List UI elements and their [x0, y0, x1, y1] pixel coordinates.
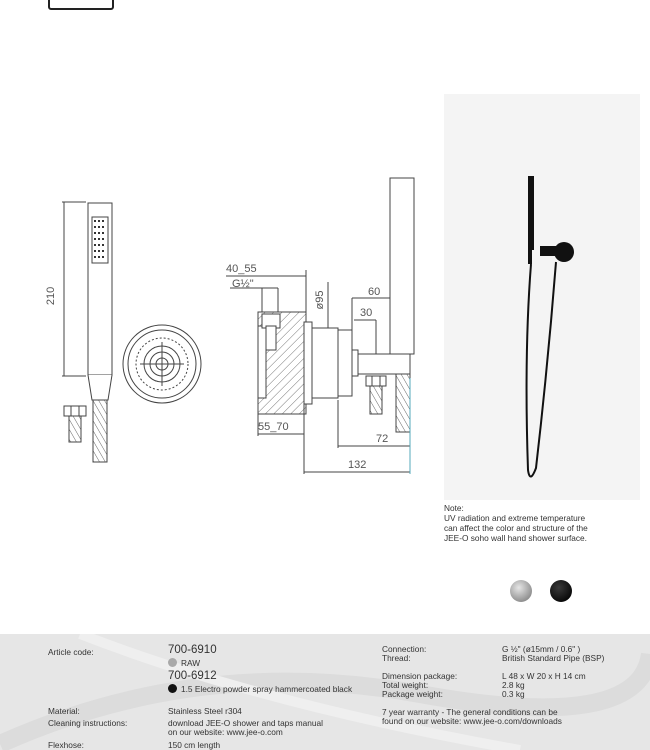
note-heading: Note:	[444, 503, 464, 513]
material-label: Material:	[48, 706, 80, 716]
material-value: Stainless Steel r304	[168, 706, 242, 716]
finish-black-label: 1.5 Electro powder spray hammercoated bl…	[181, 684, 353, 694]
connection-value: G ½" (ø15mm / 0.6" )	[502, 644, 581, 654]
article-code-black: 700-6912	[168, 670, 217, 682]
connection-label: Connection:	[382, 644, 427, 654]
total-weight-label: Total weight:	[382, 680, 429, 690]
dim-length-210: 210	[45, 287, 57, 305]
spec-panel: Article code: 700-6910 RAW 700-6912 1.5 …	[0, 634, 650, 750]
black-dot-icon	[168, 684, 177, 693]
dim-package-label: Dimension package:	[382, 671, 458, 681]
cleaning-value-2: on our website: www.jee-o.com	[168, 727, 283, 737]
wall-outlet-front-view	[122, 324, 202, 404]
warranty-line-1: 7 year warranty - The general conditions…	[382, 707, 558, 717]
uv-note: Note: UV radiation and extreme temperatu…	[444, 503, 634, 543]
finish-raw-row: RAW	[168, 658, 200, 668]
article-code-label: Article code:	[48, 647, 94, 657]
flexhose-value: 150 cm length	[168, 740, 221, 750]
dim-30: 30	[360, 307, 372, 319]
dim-132: 132	[348, 459, 366, 471]
finish-raw-label: RAW	[181, 658, 201, 668]
dim-package-value: L 48 x W 20 x H 14 cm	[502, 671, 586, 681]
dim-60: 60	[368, 286, 380, 298]
finish-black-row: 1.5 Electro powder spray hammercoated bl…	[168, 684, 352, 694]
cleaning-label: Cleaning instructions:	[48, 718, 128, 728]
dim-thread-g-half: G½"	[232, 278, 254, 290]
technical-drawing: 210	[45, 177, 415, 474]
wall-mount-section-view	[226, 177, 415, 474]
cleaning-value-1: download JEE-O shower and taps manual	[168, 718, 323, 728]
warranty-line-2: found on our website: www.jee-o.com/down…	[382, 716, 562, 726]
raw-dot-icon	[168, 658, 177, 667]
package-weight-value: 0.3 kg	[502, 689, 525, 699]
raw-finish-swatch	[510, 580, 532, 602]
dim-55-70: 55_70	[258, 421, 289, 433]
handshower-side-view	[62, 201, 113, 463]
black-finish-swatch	[550, 580, 572, 602]
product-photo	[444, 94, 640, 500]
dim-72: 72	[376, 433, 388, 445]
note-line-3: JEE-O soho wall hand shower surface.	[444, 533, 587, 543]
thread-value: British Standard Pipe (BSP)	[502, 653, 605, 663]
package-weight-label: Package weight:	[382, 689, 443, 699]
note-line-1: UV radiation and extreme temperature	[444, 513, 586, 523]
flexhose-label: Flexhose:	[48, 740, 84, 750]
dim-diameter-95: ø95	[314, 291, 326, 310]
dim-40-55: 40_55	[226, 263, 257, 275]
thread-label: Thread:	[382, 653, 411, 663]
total-weight-value: 2.8 kg	[502, 680, 525, 690]
brand-logo-frame	[48, 0, 114, 10]
note-line-2: can affect the color and structure of th…	[444, 523, 588, 533]
article-code-raw: 700-6910	[168, 644, 217, 656]
